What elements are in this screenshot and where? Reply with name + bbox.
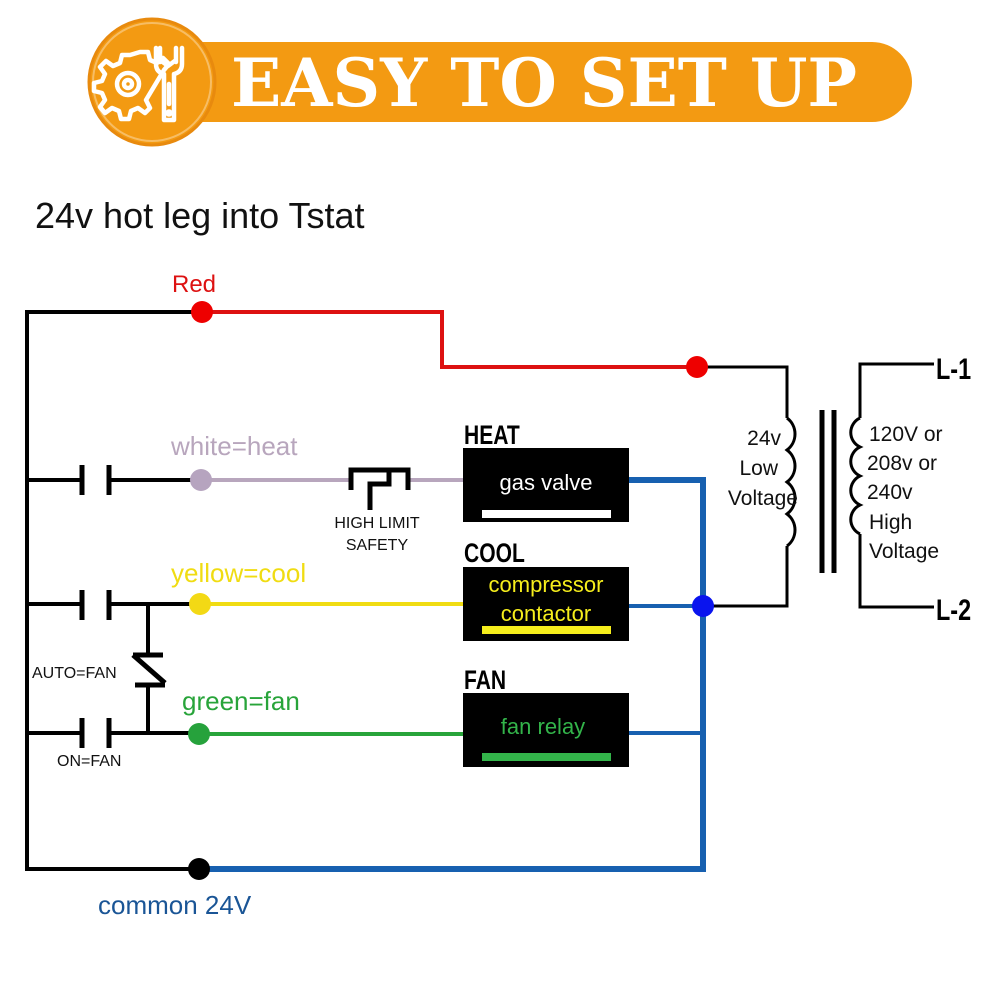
load-cool-indicator-bar bbox=[482, 626, 611, 634]
thermostat-bus bbox=[25, 310, 201, 871]
load-fan-label: fan relay bbox=[501, 714, 585, 739]
banner-bar bbox=[160, 42, 912, 122]
load-cool: COOL compressor contactor bbox=[463, 539, 629, 641]
transformer bbox=[697, 362, 934, 609]
high-limit-label: HIGH LIMIT bbox=[334, 515, 420, 532]
load-heat-label: gas valve bbox=[500, 470, 593, 495]
red-transformer-terminal bbox=[686, 356, 708, 378]
green-wire-label: green=fan bbox=[182, 686, 300, 716]
load-heat-indicator-bar bbox=[482, 510, 611, 518]
high-side-line-1: 120V or bbox=[869, 423, 943, 446]
banner: EASY TO SET UP bbox=[87, 17, 912, 147]
load-fan-indicator-bar bbox=[482, 753, 611, 761]
transformer-high-wire-top bbox=[858, 362, 934, 418]
safety-label: SAFETY bbox=[346, 537, 409, 554]
transformer-low-wire-bottom bbox=[705, 546, 789, 608]
banner-title: EASY TO SET UP bbox=[231, 44, 857, 122]
high-side-label: 120V or 208v or 240v High Voltage bbox=[867, 423, 943, 563]
high-side-line-2: 208v or bbox=[867, 452, 937, 475]
heat-switch-contact bbox=[79, 465, 112, 495]
high-limit-safety-symbol bbox=[348, 467, 411, 510]
load-cool-label-line2: contactor bbox=[501, 601, 592, 626]
auto-fan-switch bbox=[131, 652, 167, 688]
line-1-label: L-1 bbox=[936, 352, 971, 385]
white-terminal bbox=[190, 469, 212, 491]
transformer-low-wire-top bbox=[697, 365, 789, 418]
low-side-line-3: Voltage bbox=[728, 487, 798, 510]
red-wire bbox=[202, 310, 697, 369]
low-side-line-2: Low bbox=[739, 457, 778, 480]
high-side-line-4: High bbox=[869, 511, 912, 534]
line-2-label: L-2 bbox=[936, 593, 971, 626]
common-junction bbox=[692, 595, 714, 617]
high-side-line-5: Voltage bbox=[869, 540, 939, 563]
common-wire-main bbox=[201, 477, 706, 872]
white-wire-label: white=heat bbox=[170, 431, 298, 461]
high-voltage-coil bbox=[849, 416, 864, 536]
red-wire-label: Red bbox=[172, 271, 216, 298]
tstat-frame-wire bbox=[25, 310, 201, 871]
load-heat: HEAT gas valve bbox=[463, 421, 629, 522]
load-fan-title: FAN bbox=[464, 666, 506, 696]
low-voltage-coil bbox=[784, 416, 797, 548]
cool-switch-contact bbox=[79, 590, 112, 620]
green-terminal bbox=[188, 723, 210, 745]
auto-fan-label: AUTO=FAN bbox=[32, 665, 117, 682]
gear-wrench-icon bbox=[91, 45, 185, 123]
on-fan-switch-contact bbox=[79, 718, 112, 748]
common-terminal bbox=[188, 858, 210, 880]
banner-icon-circle bbox=[87, 17, 217, 147]
on-fan-label: ON=FAN bbox=[57, 753, 121, 770]
transformer-high-wire-bottom bbox=[858, 534, 934, 609]
load-heat-box bbox=[463, 448, 629, 522]
load-cool-label-line1: compressor bbox=[489, 572, 604, 597]
load-cool-title: COOL bbox=[464, 539, 525, 569]
load-heat-title: HEAT bbox=[464, 421, 520, 451]
yellow-wire-label: yellow=cool bbox=[171, 558, 306, 588]
load-fan: FAN fan relay bbox=[463, 666, 629, 767]
low-side-line-1: 24v bbox=[747, 427, 781, 450]
low-side-label: 24v Low Voltage bbox=[728, 427, 798, 510]
red-terminal bbox=[191, 301, 213, 323]
common-wiring bbox=[201, 477, 706, 872]
high-side-line-3: 240v bbox=[867, 481, 913, 504]
diagram-heading: 24v hot leg into Tstat bbox=[35, 195, 365, 236]
common-wire-label: common 24V bbox=[98, 890, 252, 920]
yellow-terminal bbox=[189, 593, 211, 615]
